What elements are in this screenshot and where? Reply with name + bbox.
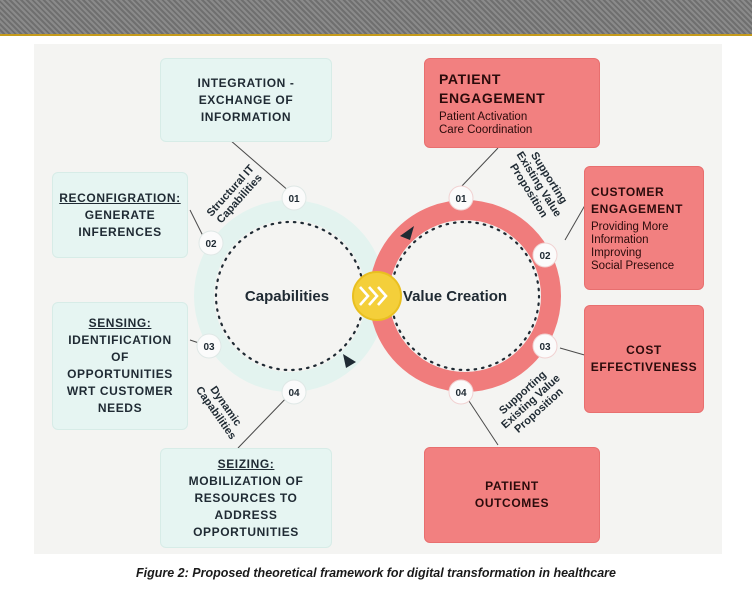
right-node-label: 04 <box>455 388 467 399</box>
patient-outcomes-line: PATIENT <box>485 479 539 493</box>
cost-effectiveness-line: COST <box>626 343 662 357</box>
left-node-label: 02 <box>205 239 217 250</box>
integration-line: EXCHANGE OF <box>198 92 294 107</box>
right-node-label: 01 <box>455 194 467 205</box>
patient-outcomes-box: PATIENT OUTCOMES <box>424 447 600 543</box>
seizing-title: SEIZING: <box>217 456 275 471</box>
value-creation-label: Value Creation <box>403 288 507 305</box>
left-node-label: 04 <box>288 388 300 399</box>
patient-engagement-box: PATIENT ENGAGEMENT Patient Activation Ca… <box>424 58 600 148</box>
right-nodes <box>448 185 558 405</box>
reconfiguration-line: INFERENCES <box>78 224 162 239</box>
patient-engagement-item: Patient Activation <box>439 110 528 123</box>
integration-line: INTEGRATION - <box>197 75 295 90</box>
customer-engagement-box: CUSTOMER ENGAGEMENT Providing More Infor… <box>584 166 704 290</box>
customer-engagement-item: Social Presence <box>591 259 675 272</box>
sensing-line: NEEDS <box>97 401 143 415</box>
sensing-line: WRT CUSTOMER <box>66 384 174 398</box>
patient-engagement-title: PATIENT <box>439 70 502 87</box>
value-creation-arrow-icon <box>400 226 414 240</box>
capabilities-label: Capabilities <box>245 288 329 305</box>
patient-engagement-title: ENGAGEMENT <box>439 89 546 106</box>
sensing-line: OPPORTUNITIES <box>67 367 173 381</box>
left-nodes <box>196 185 307 405</box>
seizing-line: ADDRESS <box>214 507 278 522</box>
top-banner <box>0 0 752 34</box>
cost-effectiveness-box: COST EFFECTIVENESS <box>584 305 704 413</box>
sensing-title: SENSING: <box>88 316 152 330</box>
sensing-line: IDENTIFICATION <box>68 333 172 347</box>
sensing-line: OF <box>111 350 129 364</box>
left-node-label: 01 <box>288 194 300 205</box>
customer-engagement-item: Improving <box>591 246 642 259</box>
right-node-label: 02 <box>539 251 551 262</box>
seizing-box: SEIZING: MOBILIZATION OF RESOURCES TO AD… <box>160 448 332 548</box>
reconfiguration-line: GENERATE <box>84 207 156 222</box>
customer-engagement-item: Information <box>591 233 649 246</box>
capabilities-arrow-icon <box>343 354 356 368</box>
reconfiguration-box: RECONFIGRATION: GENERATE INFERENCES <box>52 172 188 258</box>
patient-engagement-item: Care Coordination <box>439 123 533 136</box>
reconfiguration-title: RECONFIGRATION: <box>59 190 181 205</box>
customer-engagement-item: Providing More <box>591 220 669 233</box>
figure-caption: Figure 2: Proposed theoretical framework… <box>136 566 616 580</box>
left-node-label: 03 <box>203 342 215 353</box>
right-node-label: 03 <box>539 342 551 353</box>
seizing-line: OPPORTUNITIES <box>193 524 299 539</box>
customer-engagement-title: CUSTOMER <box>591 184 665 199</box>
customer-engagement-title: ENGAGEMENT <box>591 201 684 216</box>
patient-outcomes-line: OUTCOMES <box>474 496 550 510</box>
seizing-line: RESOURCES TO <box>194 490 298 505</box>
chevrons-icon <box>359 286 388 306</box>
top-rule <box>0 34 752 36</box>
sensing-box: SENSING: IDENTIFICATION OF OPPORTUNITIES… <box>52 302 188 430</box>
dynamic-capabilities-label: Dynamic Capabilities <box>193 384 244 442</box>
seizing-line: MOBILIZATION OF <box>188 473 304 488</box>
supporting-top-label: Supporting Existing Value Proposition <box>507 150 569 220</box>
integration-box: INTEGRATION - EXCHANGE OF INFORMATION <box>160 58 332 142</box>
integration-line: INFORMATION <box>200 109 292 124</box>
cost-effectiveness-line: EFFECTIVENESS <box>590 360 698 374</box>
connector-lines <box>189 139 589 449</box>
